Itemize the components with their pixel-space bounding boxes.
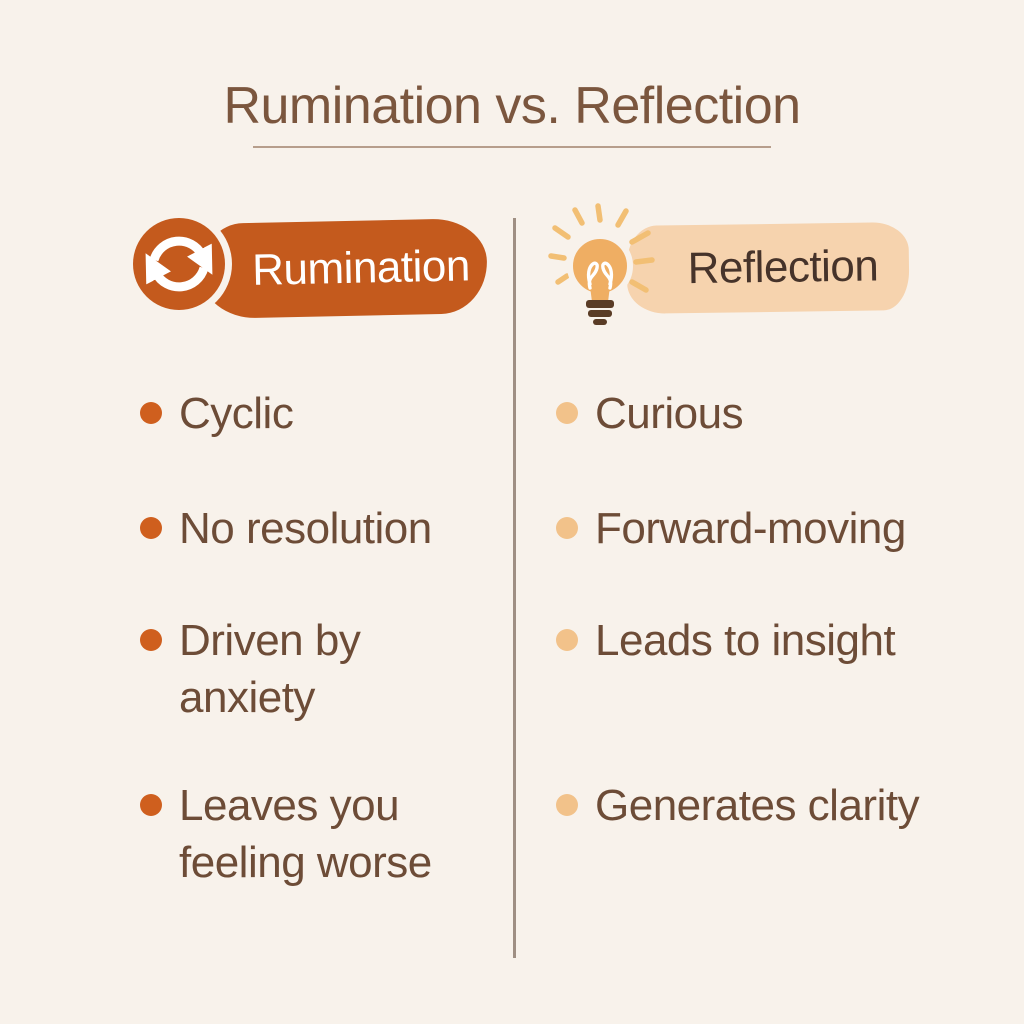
bullet-dot [556, 794, 578, 816]
bullet-dot [140, 629, 162, 651]
bullet-dot [140, 402, 162, 424]
list-item-text: feeling worse [179, 838, 432, 887]
list-item: Cyclic [140, 385, 510, 442]
column-divider [513, 218, 516, 958]
bullet-dot [556, 517, 578, 539]
list-item-text: Driven by [179, 616, 361, 665]
bullet-dot [140, 517, 162, 539]
list-item: Forward-moving [556, 500, 996, 557]
reflection-header-label: Reflection [687, 241, 879, 294]
title-underline [253, 146, 771, 148]
list-item-text: Forward-moving [595, 504, 906, 553]
bullet-dot [556, 402, 578, 424]
bullet-dot [140, 794, 162, 816]
rumination-header-pill: Rumination [200, 218, 488, 319]
page-title: Rumination vs. Reflection [223, 77, 801, 135]
list-item: No resolution [140, 500, 510, 557]
list-item: Leads to insight [556, 612, 996, 669]
list-item-text: Leaves you [179, 781, 400, 830]
list-item: Curious [556, 385, 996, 442]
list-item: Generates clarity [556, 777, 996, 834]
list-item-text: No resolution [179, 504, 432, 553]
list-item-text: Cyclic [179, 389, 294, 438]
rumination-header-label: Rumination [251, 240, 471, 295]
list-item-text: Leads to insight [595, 616, 896, 665]
list-item-text: Curious [595, 389, 744, 438]
lightbulb-icon [538, 196, 668, 341]
bullet-dot [556, 629, 578, 651]
list-item-text: Generates clarity [595, 781, 920, 830]
list-item: Leaves you feeling worse [140, 777, 510, 891]
reflection-header-pill: Reflection [626, 222, 910, 314]
list-item: Driven by anxiety [140, 612, 510, 726]
cycle-icon [133, 218, 225, 310]
list-item-text: anxiety [179, 673, 315, 722]
